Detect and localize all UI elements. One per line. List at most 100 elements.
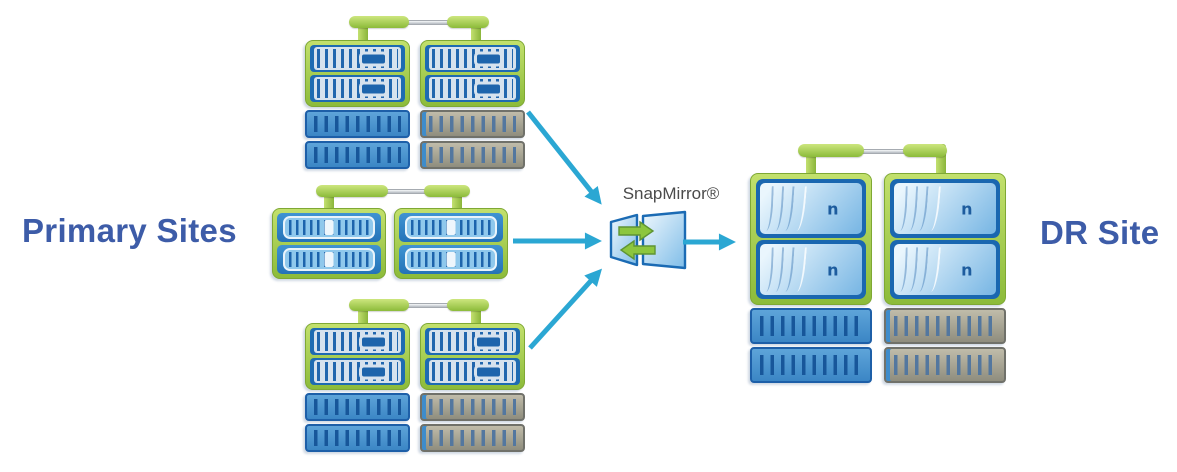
disk-shelf-blue bbox=[305, 110, 410, 138]
interconnect-handle bbox=[447, 16, 489, 28]
disk-shelf-gray bbox=[420, 424, 525, 452]
interconnect-post bbox=[936, 144, 946, 176]
storage-tower bbox=[394, 208, 508, 279]
controller-enclosure bbox=[305, 323, 410, 390]
arrow-bottom-to-snapmirror bbox=[528, 268, 602, 350]
controller-bezel bbox=[429, 360, 516, 383]
controller-bezel: n bbox=[894, 244, 996, 295]
storage-controller bbox=[425, 75, 520, 102]
snapmirror-icon bbox=[609, 210, 687, 270]
controller-enclosure: n n bbox=[750, 173, 872, 305]
storage-tower: n n bbox=[884, 173, 1006, 383]
controller-bezel bbox=[314, 77, 401, 100]
storage-controller bbox=[310, 328, 405, 355]
cluster-interconnect bbox=[303, 297, 527, 453]
interconnect-post bbox=[806, 144, 816, 176]
storage-controller bbox=[425, 358, 520, 385]
dr-cluster: n n n bbox=[748, 141, 1006, 387]
interconnect-handle bbox=[316, 185, 388, 197]
storage-tower: n n bbox=[750, 173, 872, 383]
interconnect-handle bbox=[349, 299, 409, 311]
controller-bezel bbox=[314, 330, 401, 353]
controller-bezel: n bbox=[760, 244, 862, 295]
storage-controller bbox=[425, 45, 520, 72]
storage-controller bbox=[399, 245, 503, 274]
controller-bezel bbox=[283, 248, 375, 271]
controller-bezel: n bbox=[760, 183, 862, 234]
controller-enclosure bbox=[272, 208, 386, 279]
primary-cluster-bottom bbox=[303, 297, 527, 453]
interconnect-post bbox=[452, 185, 462, 211]
interconnect-cable bbox=[403, 20, 453, 25]
snapmirror-label: SnapMirror® bbox=[622, 184, 720, 203]
disk-shelf-gray bbox=[420, 393, 525, 421]
cluster-interconnect bbox=[272, 183, 510, 279]
storage-tower bbox=[420, 40, 525, 169]
replicate-left-arrow-icon bbox=[619, 239, 656, 261]
interconnect-post bbox=[358, 16, 368, 44]
dr-site-label: DR Site bbox=[1040, 214, 1160, 251]
interconnect-handle bbox=[424, 185, 470, 197]
storage-controller bbox=[310, 45, 405, 72]
controller-enclosure bbox=[420, 40, 525, 107]
interconnect-post bbox=[471, 16, 481, 44]
storage-controller bbox=[399, 213, 503, 242]
controller-bezel bbox=[405, 216, 497, 239]
storage-controller: n bbox=[890, 240, 1000, 299]
controller-bezel bbox=[405, 248, 497, 271]
interconnect-handle bbox=[349, 16, 409, 28]
disk-shelf-blue bbox=[750, 308, 872, 344]
arrow-top-to-snapmirror bbox=[526, 110, 602, 205]
storage-controller: n bbox=[756, 240, 866, 299]
interconnect-cable bbox=[382, 189, 430, 194]
storage-controller: n bbox=[756, 179, 866, 238]
interconnect-cable bbox=[403, 303, 453, 308]
controller-enclosure: n n bbox=[884, 173, 1006, 305]
storage-tower bbox=[305, 323, 410, 452]
disk-shelf-blue bbox=[750, 347, 872, 383]
controller-bezel bbox=[314, 360, 401, 383]
controller-enclosure bbox=[305, 40, 410, 107]
controller-bezel bbox=[429, 330, 516, 353]
storage-controller bbox=[277, 213, 381, 242]
interconnect-post bbox=[324, 185, 334, 211]
storage-tower bbox=[272, 208, 386, 279]
controller-bezel bbox=[429, 77, 516, 100]
netapp-n-logo: n bbox=[961, 199, 973, 218]
disk-shelf-gray bbox=[420, 141, 525, 169]
disk-shelf-gray bbox=[884, 347, 1006, 383]
controller-bezel: n bbox=[894, 183, 996, 234]
disk-shelf-blue bbox=[305, 393, 410, 421]
cluster-interconnect bbox=[748, 141, 1004, 387]
disk-shelf-gray bbox=[420, 110, 525, 138]
storage-tower bbox=[305, 40, 410, 169]
interconnect-post bbox=[358, 299, 368, 327]
storage-controller bbox=[310, 358, 405, 385]
primary-sites-label: Primary Sites bbox=[22, 212, 237, 249]
cluster-interconnect bbox=[303, 14, 527, 170]
interconnect-post bbox=[471, 299, 481, 327]
controller-enclosure bbox=[420, 323, 525, 390]
controller-bezel bbox=[283, 216, 375, 239]
netapp-n-logo: n bbox=[827, 199, 839, 218]
interconnect-handle bbox=[447, 299, 489, 311]
interconnect-handle bbox=[903, 144, 947, 157]
netapp-n-logo: n bbox=[827, 260, 839, 279]
netapp-n-logo: n bbox=[961, 260, 973, 279]
controller-bezel bbox=[314, 47, 401, 70]
interconnect-handle bbox=[798, 144, 864, 157]
controller-enclosure bbox=[394, 208, 508, 279]
disk-shelf-gray bbox=[884, 308, 1006, 344]
mirror-panel-right bbox=[641, 210, 687, 270]
primary-cluster-middle bbox=[272, 183, 510, 279]
replicate-right-arrow-icon bbox=[618, 220, 655, 242]
storage-controller bbox=[277, 245, 381, 274]
storage-controller bbox=[310, 75, 405, 102]
primary-cluster-top bbox=[303, 14, 527, 170]
disk-shelf-blue bbox=[305, 141, 410, 169]
storage-controller bbox=[425, 328, 520, 355]
storage-tower bbox=[420, 323, 525, 452]
controller-bezel bbox=[429, 47, 516, 70]
storage-controller: n bbox=[890, 179, 1000, 238]
